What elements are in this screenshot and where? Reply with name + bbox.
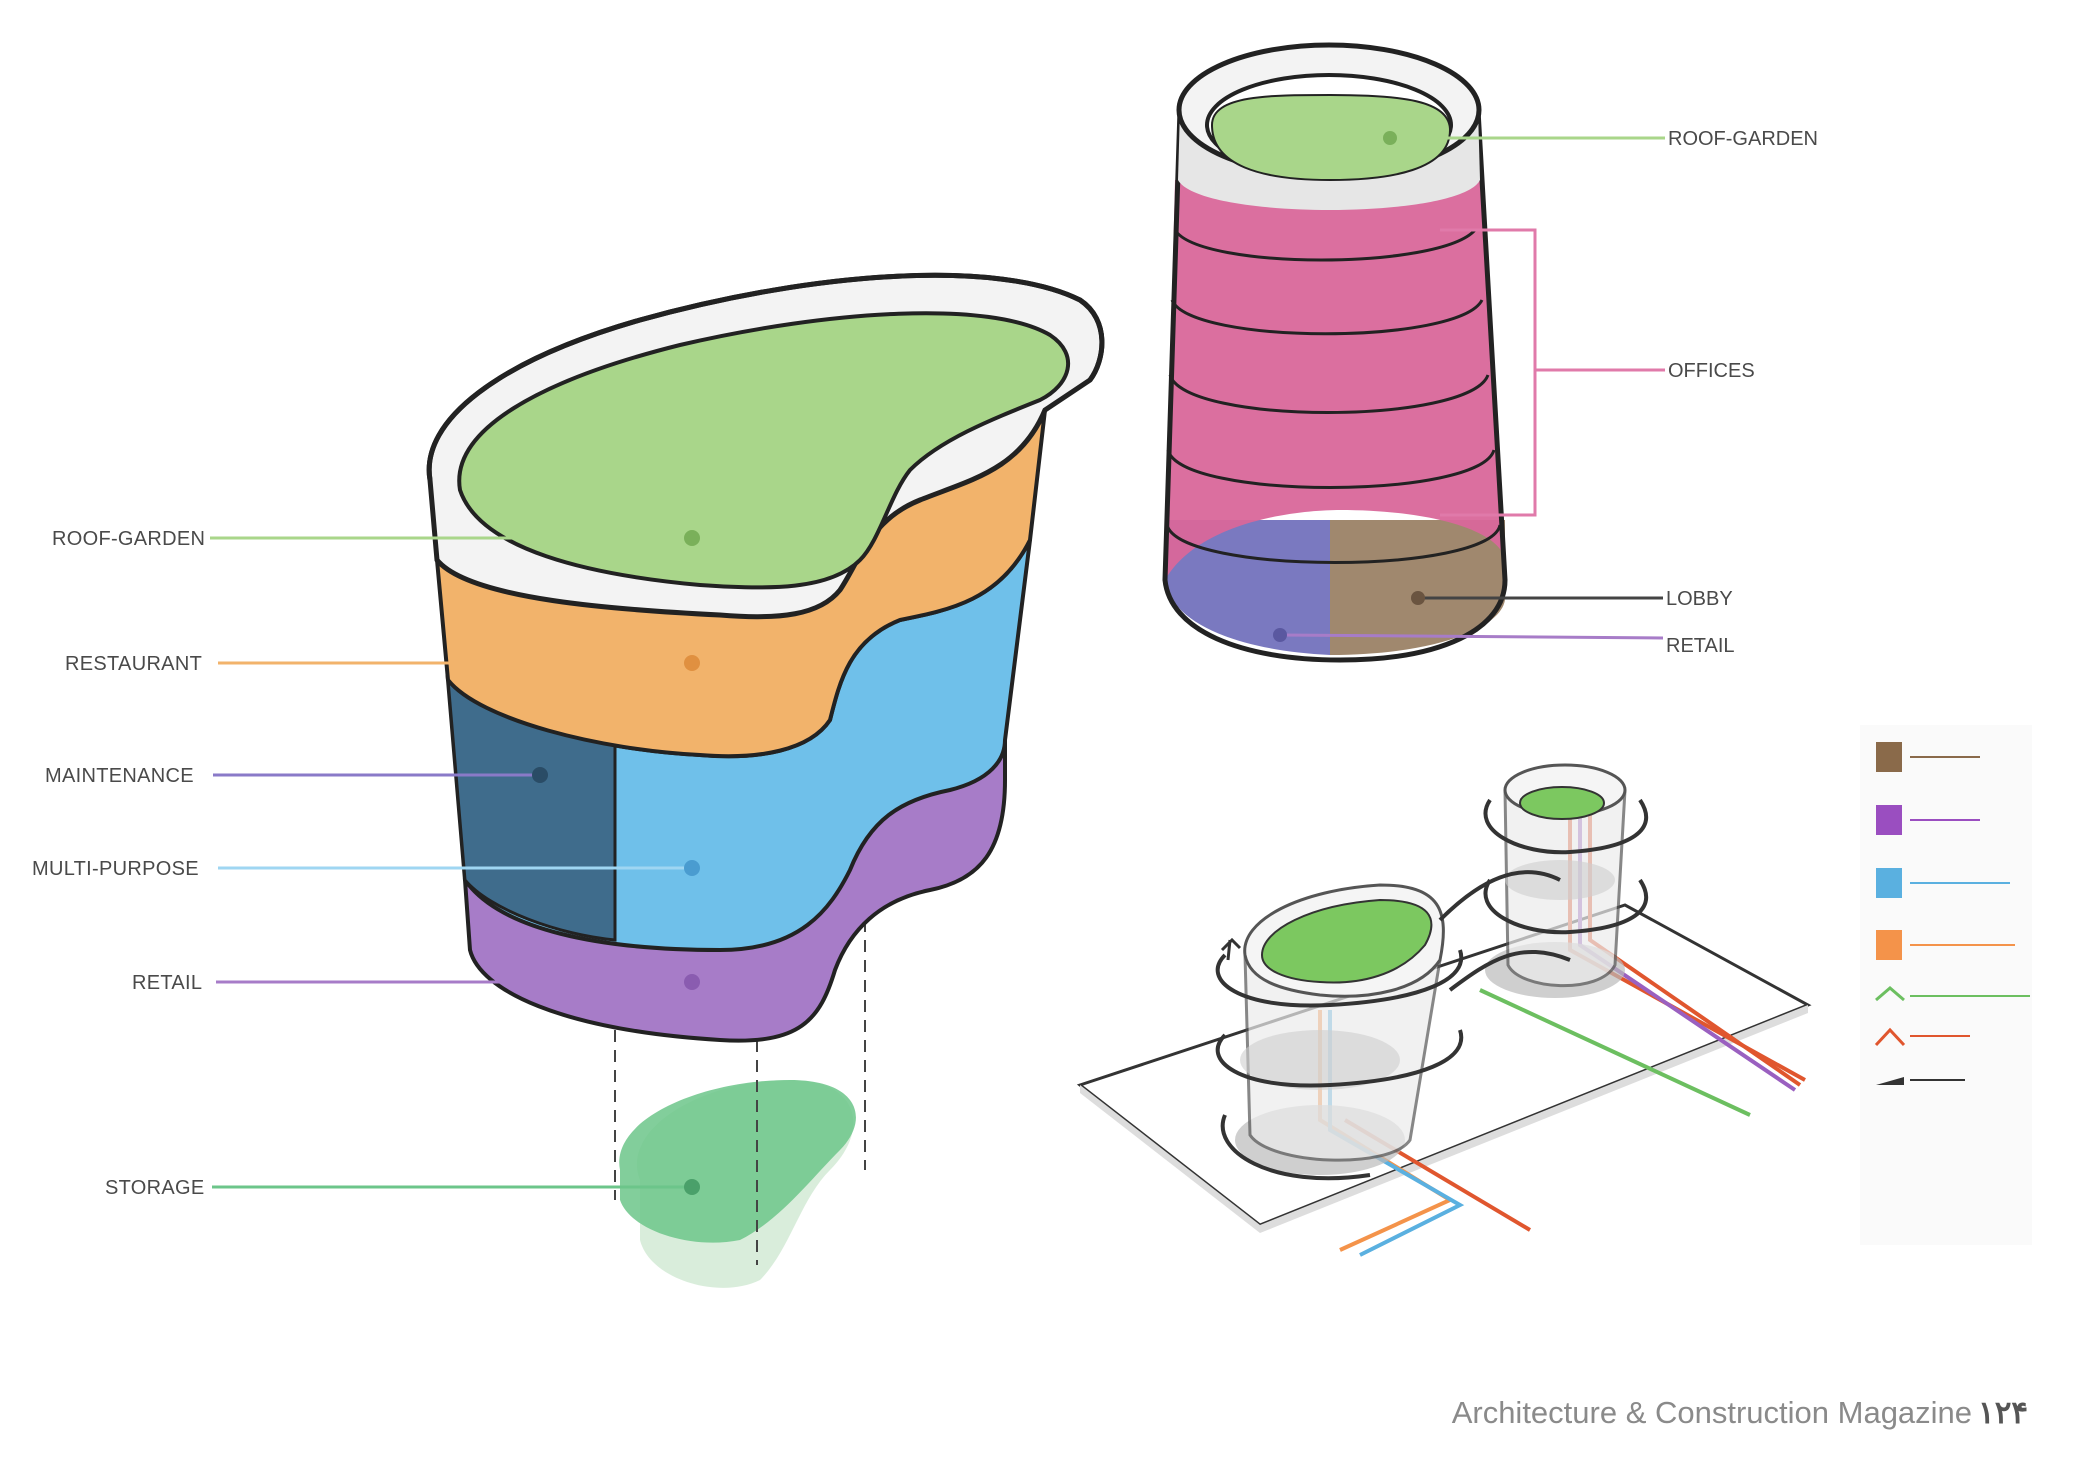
legend-item-3: [1876, 930, 2015, 960]
label-tower-roof-garden: ROOF-GARDEN: [1668, 128, 1818, 150]
emergency-stair-icon: [1874, 1027, 1906, 1047]
tower-retail: [1165, 520, 1330, 655]
tower-building: [1162, 42, 1508, 663]
legend-item-4: [1875, 986, 2030, 1002]
visitor-elevator-icon: [1876, 805, 1902, 835]
label-tower-offices: OFFICES: [1668, 360, 1755, 382]
label-podium-multi-purpose: MULTI-PURPOSE: [32, 858, 199, 880]
mini-tower: [1483, 763, 1648, 998]
legend-item-0: [1876, 742, 1980, 772]
label-podium-roof-garden: ROOF-GARDEN: [52, 528, 205, 550]
stair-icon: [1875, 986, 1905, 1002]
label-podium-maintenance: MAINTENANCE: [45, 765, 194, 787]
label-tower-retail: RETAIL: [1666, 635, 1735, 657]
tower-floor-lines: [1165, 228, 1502, 564]
tower-roof-garden: [1210, 93, 1452, 182]
label-podium-restaurant: RESTAURANT: [65, 653, 202, 675]
tower-lobby: [1330, 520, 1505, 655]
mini-podium: [1215, 883, 1464, 1181]
legend-item-6: [1876, 1077, 1965, 1085]
magazine-name: Architecture & Construction Magazine: [1451, 1395, 1973, 1430]
podium-labels: ROOF-GARDEN RESTAURANT MAINTENANCE MULTI…: [32, 528, 700, 1199]
label-podium-storage: STORAGE: [105, 1177, 205, 1199]
podium-roof-garden: [457, 311, 1070, 590]
elevator-icon: [1876, 868, 1902, 898]
storage-level: [619, 1080, 856, 1288]
tower-labels: ROOF-GARDEN OFFICES LOBBY RETAIL: [1273, 128, 1818, 657]
legend-item-2: [1876, 868, 2010, 898]
circulation-legend: [1860, 725, 2032, 1245]
legend-item-5: [1874, 1027, 1970, 1047]
service-elevator-icon: [1876, 930, 1902, 960]
label-tower-lobby: LOBBY: [1666, 588, 1733, 610]
page-number: ۱۲۴: [1978, 1395, 2028, 1430]
ramp-icon: [1876, 1077, 1904, 1085]
staff-elevator-icon: [1876, 742, 1902, 772]
podium-building: [426, 272, 1105, 1288]
legend-item-1: [1876, 805, 1980, 835]
label-podium-retail: RETAIL: [132, 972, 202, 994]
circulation-diagram: [1076, 763, 1812, 1257]
